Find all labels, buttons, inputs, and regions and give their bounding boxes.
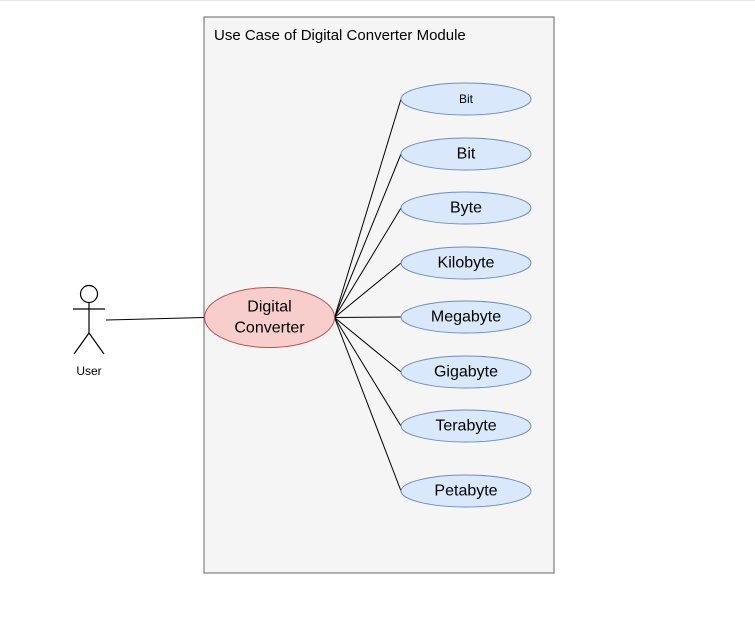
- connector-bit: [334, 153, 402, 318]
- connector-terabyte: [334, 317, 402, 427]
- connector-megabyte: [334, 316, 402, 318]
- use-case-ellipse: [400, 246, 532, 280]
- main-use-case-line2: Converter: [234, 320, 305, 337]
- use-case-label: Gigabyte: [434, 364, 498, 381]
- use-case-ellipse: [400, 191, 532, 225]
- use-case-byte[interactable]: Byte: [400, 191, 532, 225]
- actor-head: [79, 284, 99, 304]
- use-case-label: Byte: [450, 200, 482, 217]
- use-case-label: Kilobyte: [438, 255, 495, 272]
- use-case-megabyte[interactable]: Megabyte: [400, 300, 532, 334]
- connector-byte: [334, 207, 402, 318]
- top-border-line: [0, 0, 755, 1]
- use-case-ellipse: [400, 355, 532, 389]
- boundary-title: Use Case of Digital Converter Module: [214, 27, 466, 44]
- use-case-label: Megabyte: [431, 309, 501, 326]
- main-use-case-ellipse: [204, 287, 335, 348]
- use-case-digital-converter[interactable]: Digital Converter: [204, 287, 335, 348]
- actor-user[interactable]: User: [73, 284, 105, 379]
- main-use-case-line1: Digital: [247, 299, 291, 316]
- use-case-ellipse: [400, 137, 532, 171]
- use-case-label: Bit: [459, 92, 474, 106]
- use-case-label: Terabyte: [435, 418, 496, 435]
- actor-right-leg: [88, 332, 105, 355]
- use-case-gigabyte[interactable]: Gigabyte: [400, 355, 532, 389]
- actor-association-line: [105, 317, 205, 321]
- use-case-terabyte[interactable]: Terabyte: [400, 409, 532, 443]
- connector-petabyte: [334, 317, 402, 492]
- use-case-label: Bit: [457, 146, 476, 163]
- use-case-ellipse: [400, 300, 532, 334]
- use-case-bit-small[interactable]: Bit: [400, 82, 532, 116]
- use-case-list: BitBitByteKilobyteMegabyteGigabyteTeraby…: [400, 82, 532, 508]
- connector-bit-small: [334, 98, 402, 318]
- actor-label: User: [76, 364, 101, 378]
- connectors: [334, 98, 402, 492]
- use-case-bit[interactable]: Bit: [400, 137, 532, 171]
- use-case-petabyte[interactable]: Petabyte: [400, 474, 532, 508]
- actor-left-leg: [73, 332, 90, 355]
- use-case-kilobyte[interactable]: Kilobyte: [400, 246, 532, 280]
- connector-kilobyte: [334, 262, 402, 318]
- use-case-ellipse: [400, 82, 532, 116]
- use-case-ellipse: [400, 409, 532, 443]
- use-case-ellipse: [400, 474, 532, 508]
- use-case-label: Petabyte: [434, 483, 497, 500]
- connector-gigabyte: [334, 317, 402, 373]
